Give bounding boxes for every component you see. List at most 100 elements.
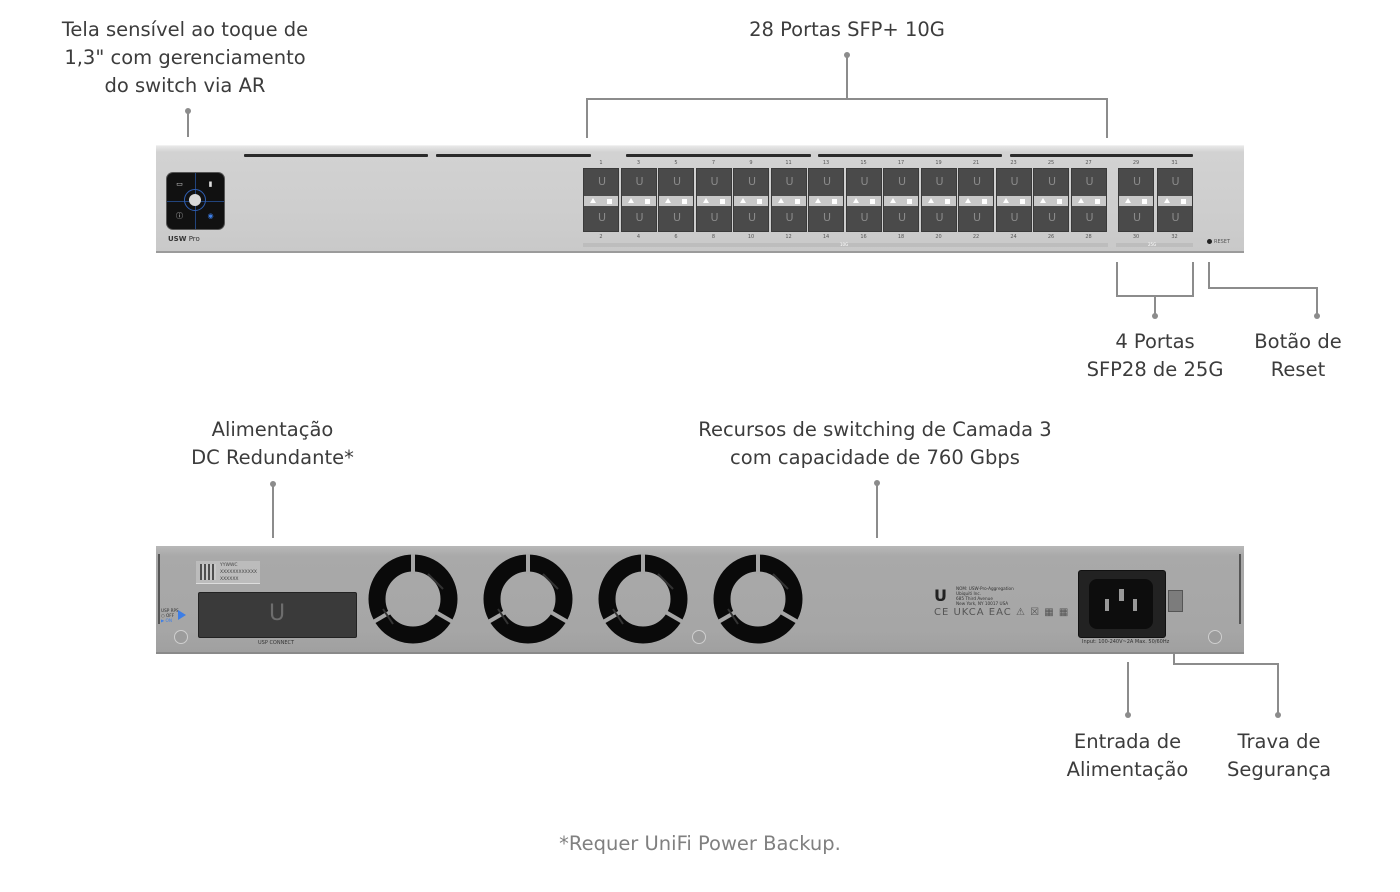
port-release-icon: Ս xyxy=(747,211,757,224)
callout-leader xyxy=(1277,663,1279,715)
callout-leader xyxy=(876,482,878,538)
screw-icon xyxy=(692,630,706,644)
led-down-icon xyxy=(907,199,912,204)
port-led-bar xyxy=(884,196,918,206)
led-down-icon xyxy=(869,199,875,204)
led-up-icon xyxy=(702,198,709,203)
rps-text: ▶ ON xyxy=(161,618,172,623)
fan-vent-icon xyxy=(713,554,803,644)
callout-dot xyxy=(1125,712,1131,718)
port-led-bar xyxy=(996,196,1031,206)
chart-icon[interactable]: ▮ xyxy=(208,180,213,188)
serial-text: YYWWC xyxy=(220,563,238,568)
port-led-bar xyxy=(1071,196,1106,206)
cert-line: Ubiquiti Inc. xyxy=(956,591,982,596)
port-release-icon: Ս xyxy=(597,211,607,224)
led-down-icon xyxy=(682,199,687,204)
callout-line: Recursos de switching de Camada 3 xyxy=(698,418,1052,441)
led-down-icon xyxy=(1057,199,1062,204)
serial-text: XXXXXX xyxy=(220,577,239,582)
callout-bracket xyxy=(1192,262,1194,297)
security-lock-slot[interactable] xyxy=(1168,590,1183,612)
cert-line: 685 Third Avenue xyxy=(956,596,993,601)
network-icon[interactable]: ▭ xyxy=(176,180,183,188)
led-down-icon xyxy=(607,199,612,204)
port-number-top: 25 xyxy=(1047,160,1055,166)
rps-switch[interactable] xyxy=(178,610,186,620)
callout-sfp-plus: 28 Portas SFP+ 10G xyxy=(697,16,997,44)
strip-25g xyxy=(1116,243,1193,247)
port-number-top: 23 xyxy=(1010,160,1017,166)
model-name: USW xyxy=(168,235,187,243)
port-number-bottom: 10 xyxy=(747,234,755,240)
certification-marks: CE UKCA EAC ⚠ ☒ ▦ ▦ xyxy=(934,607,1070,618)
callout-line: Segurança xyxy=(1226,758,1332,781)
usp-connect-label: USP CONNECT xyxy=(258,640,295,646)
led-down-icon xyxy=(1142,199,1147,204)
port-led-bar xyxy=(1034,196,1068,206)
home-button[interactable] xyxy=(189,194,201,206)
led-up-icon xyxy=(1125,198,1131,203)
port-release-icon: Ս xyxy=(635,211,644,224)
port-led-bar xyxy=(846,196,881,206)
port-release-icon: Ս xyxy=(1085,175,1094,188)
port-release-icon: Ս xyxy=(672,211,682,224)
serial-label: YYWWC XXXXXXXXXXXX XXXXXX xyxy=(196,561,260,584)
port-number-bottom: 4 xyxy=(636,234,641,240)
ubiquiti-logo-icon: Ս xyxy=(269,601,286,626)
usp-connect-port[interactable]: Ս xyxy=(198,592,357,638)
port-release-icon: Ս xyxy=(897,211,907,224)
vent-slot xyxy=(436,154,591,157)
port-number-bottom: 28 xyxy=(1085,234,1092,240)
port-led-bar xyxy=(921,196,956,206)
led-down-icon xyxy=(1019,199,1025,204)
led-up-icon xyxy=(890,198,896,203)
model-suffix: Pro xyxy=(188,235,200,243)
power-rating-label: Input: 100-240V~2A Max. 50/60Hz xyxy=(1082,639,1170,645)
reset-button[interactable] xyxy=(1207,239,1212,244)
port-led-bar xyxy=(771,196,806,206)
compliance-text: NOM: USW-Pro-Aggregation Ubiquiti Inc. 6… xyxy=(956,586,1014,606)
callout-sfp28: 4 Portas SFP28 de 25G xyxy=(1065,328,1245,384)
callout-line: Reset xyxy=(1270,358,1326,381)
led-down-icon xyxy=(982,199,987,204)
info-icon[interactable]: ⓘ xyxy=(176,212,183,220)
ac-power-inlet[interactable] xyxy=(1078,570,1166,638)
port-release-icon: Ս xyxy=(935,211,944,224)
port-release-icon: Ս xyxy=(1010,211,1019,224)
edge-bracket xyxy=(1239,554,1241,624)
led-up-icon xyxy=(590,198,596,203)
port-number-bottom: 8 xyxy=(711,234,716,240)
settings-icon[interactable]: ◉ xyxy=(207,212,214,220)
cert-line: NOM: USW-Pro-Aggregation xyxy=(956,586,1014,591)
port-number-top: 3 xyxy=(636,160,641,166)
callout-leader xyxy=(272,483,274,538)
port-number-bottom: 6 xyxy=(674,234,678,240)
callout-dc-power: Alimentação DC Redundante* xyxy=(160,416,385,472)
callout-line: do switch via AR xyxy=(104,74,266,97)
reset-label: RESET xyxy=(1214,239,1231,245)
callout-line: Tela sensível ao toque de xyxy=(61,18,309,41)
led-down-icon xyxy=(1094,199,1100,204)
led-down-icon xyxy=(757,199,762,204)
callout-line: 1,3" com gerenciamento xyxy=(64,46,306,69)
port-number-top: 11 xyxy=(785,160,792,166)
port-number-bottom: 20 xyxy=(935,234,942,240)
touchscreen-display[interactable]: ▭ ▮ ⓘ ◉ xyxy=(167,173,224,229)
